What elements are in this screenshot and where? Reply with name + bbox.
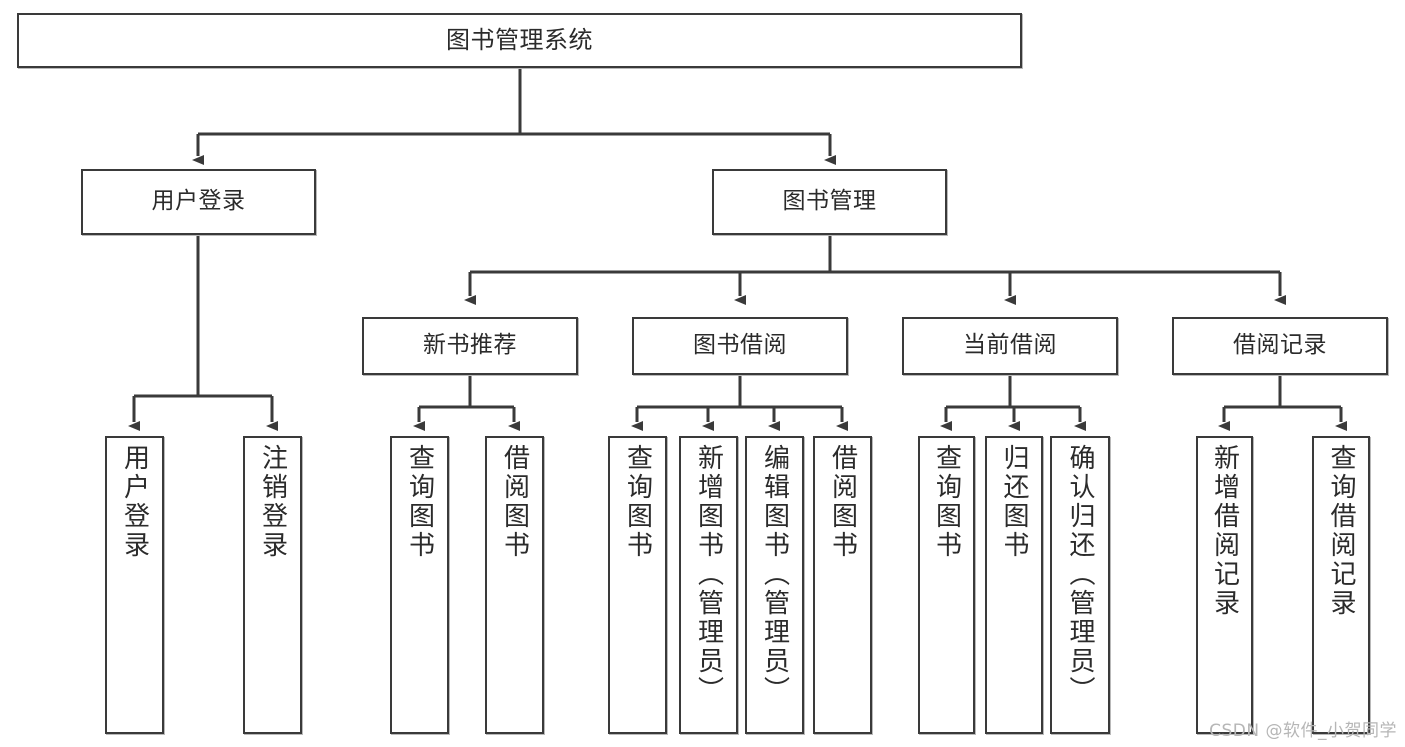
node-label: 新增图书（管理员）: [693, 444, 724, 705]
node-label: 图书管理系统: [446, 26, 593, 55]
node-leaf-add-book-admin[interactable]: 新增图书（管理员）: [679, 436, 738, 734]
node-root-system[interactable]: 图书管理系统: [17, 13, 1022, 68]
node-label: 查询图书: [931, 444, 962, 560]
node-label: 用户登录: [119, 444, 150, 560]
node-leaf-borrow-book-recommend[interactable]: 借阅图书: [485, 436, 544, 734]
node-leaf-query-borrow-record[interactable]: 查询借阅记录: [1312, 436, 1370, 734]
node-leaf-logout[interactable]: 注销登录: [243, 436, 302, 734]
node-new-book-recommend[interactable]: 新书推荐: [362, 317, 578, 375]
node-label: 当前借阅: [963, 332, 1057, 359]
node-label: 查询图书: [404, 444, 435, 560]
node-label: 新增借阅记录: [1209, 444, 1240, 618]
node-label: 借阅记录: [1233, 332, 1327, 359]
node-label: 借阅图书: [827, 444, 858, 560]
node-leaf-edit-book-admin[interactable]: 编辑图书（管理员）: [745, 436, 804, 734]
node-leaf-user-login[interactable]: 用户登录: [105, 436, 164, 734]
node-current-borrow[interactable]: 当前借阅: [902, 317, 1118, 375]
node-leaf-query-book-current[interactable]: 查询图书: [918, 436, 975, 734]
watermark: CSDN @软件_小贺同学: [1209, 721, 1397, 741]
node-leaf-add-borrow-record[interactable]: 新增借阅记录: [1196, 436, 1253, 734]
node-leaf-borrow-book[interactable]: 借阅图书: [813, 436, 872, 734]
node-leaf-confirm-return-admin[interactable]: 确认归还（管理员）: [1050, 436, 1110, 734]
node-leaf-query-book-recommend[interactable]: 查询图书: [390, 436, 449, 734]
node-label: 借阅图书: [499, 444, 530, 560]
node-label: 图书管理: [782, 188, 877, 215]
node-label: 图书借阅: [693, 332, 787, 359]
node-label: 注销登录: [257, 444, 288, 560]
node-book-management[interactable]: 图书管理: [712, 169, 947, 235]
node-label: 查询借阅记录: [1326, 444, 1356, 618]
node-label: 编辑图书（管理员）: [759, 444, 790, 705]
node-label: 确认归还（管理员）: [1065, 444, 1095, 705]
node-label: 归还图书: [999, 444, 1029, 560]
node-leaf-return-book[interactable]: 归还图书: [985, 436, 1043, 734]
node-borrow-record[interactable]: 借阅记录: [1172, 317, 1388, 375]
node-leaf-query-book-borrow[interactable]: 查询图书: [608, 436, 667, 734]
node-label: 新书推荐: [423, 332, 517, 359]
node-label: 查询图书: [622, 444, 653, 560]
node-user-login[interactable]: 用户登录: [81, 169, 316, 235]
node-label: 用户登录: [151, 188, 246, 215]
node-book-borrow[interactable]: 图书借阅: [632, 317, 848, 375]
